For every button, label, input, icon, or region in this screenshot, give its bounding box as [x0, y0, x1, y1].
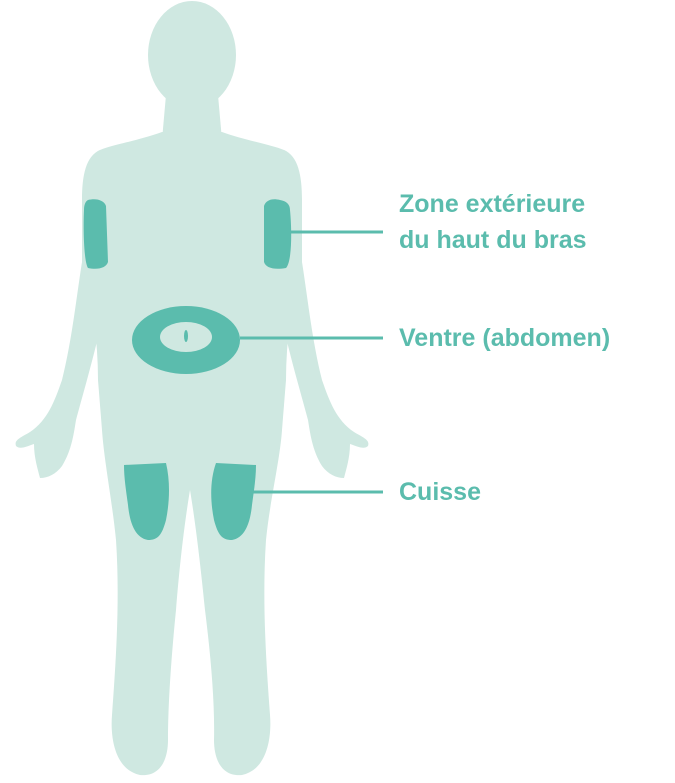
upper-arm-zone-left — [84, 199, 108, 269]
upper-arm-label-line2: du haut du bras — [399, 222, 587, 258]
upper-arm-label-line1: Zone extérieure — [399, 186, 587, 222]
right-arm — [273, 150, 368, 478]
abdomen-label: Ventre (abdomen) — [399, 320, 610, 356]
head — [148, 1, 236, 109]
upper-arm-zone-right — [264, 199, 291, 269]
thigh-label: Cuisse — [399, 474, 481, 510]
body-silhouette — [16, 1, 369, 775]
upper-arm-label: Zone extérieure du haut du bras — [399, 186, 587, 258]
left-arm — [16, 150, 111, 478]
navel-mark — [184, 330, 188, 342]
